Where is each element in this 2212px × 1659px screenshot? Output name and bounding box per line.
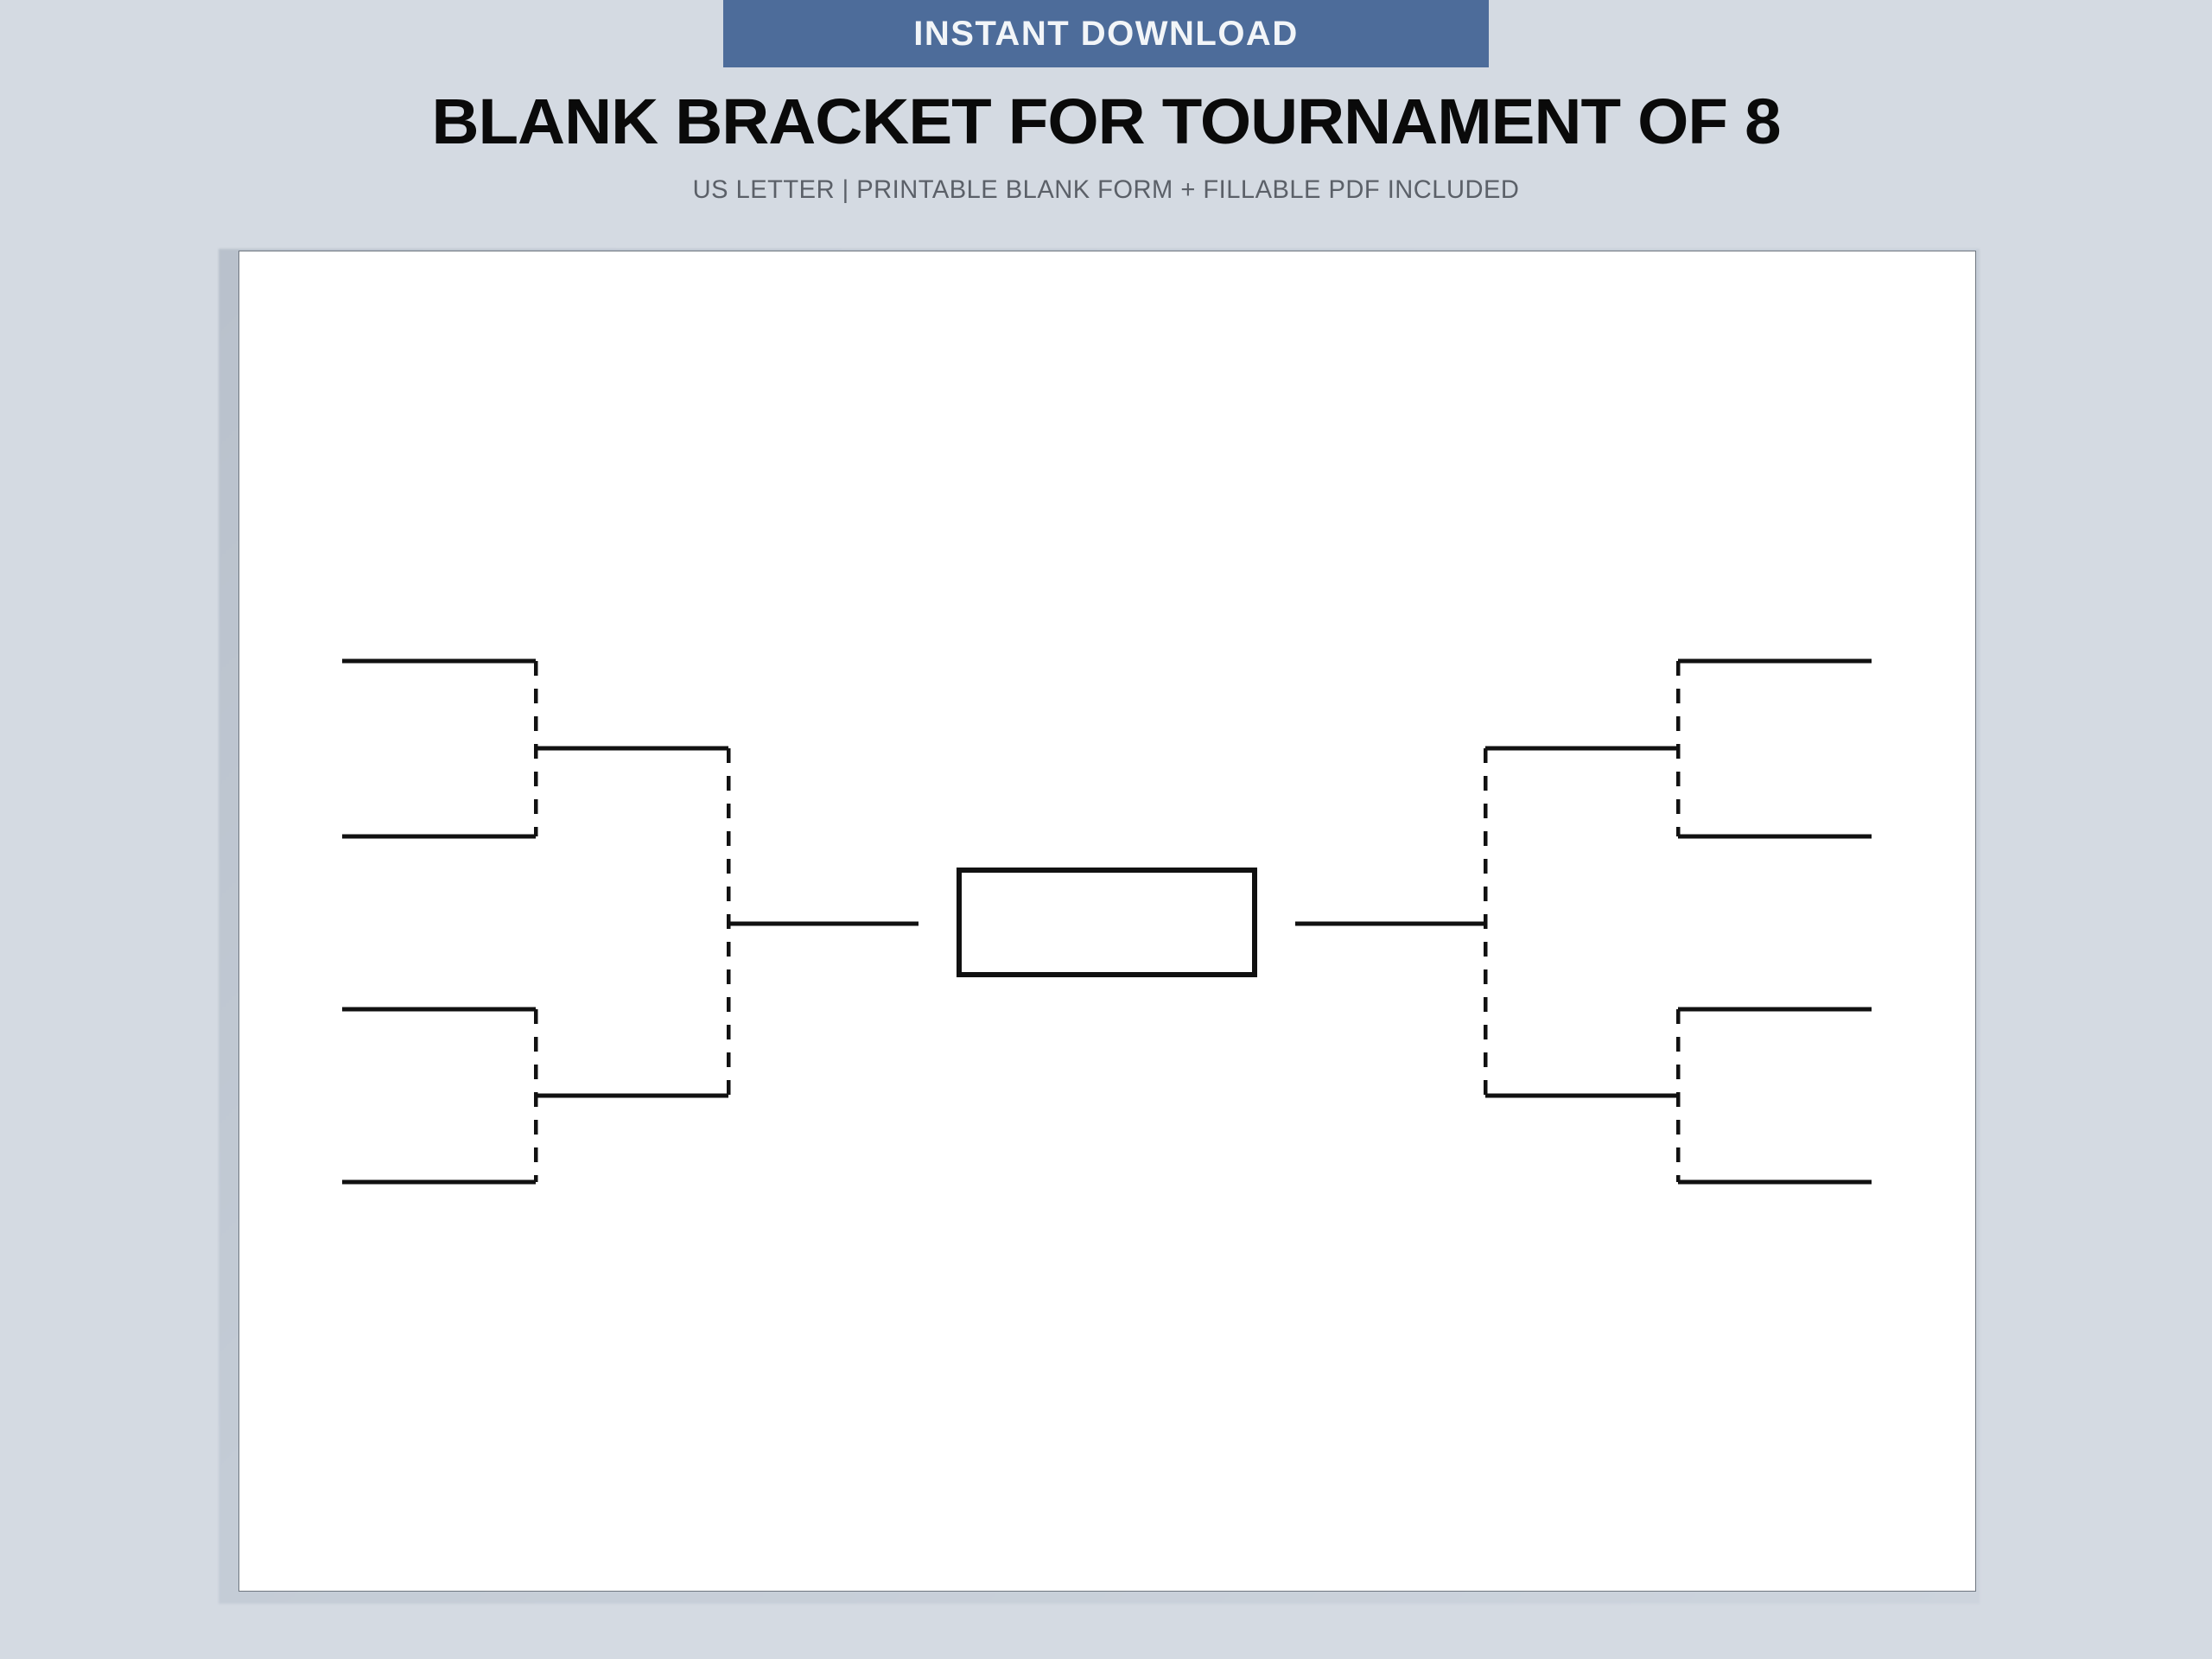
instant-download-label: INSTANT DOWNLOAD xyxy=(913,15,1299,53)
champion-box[interactable] xyxy=(957,868,1257,977)
instant-download-banner: INSTANT DOWNLOAD xyxy=(723,0,1489,67)
header: INSTANT DOWNLOAD BLANK BRACKET FOR TOURN… xyxy=(0,0,2212,251)
page-subtitle: US LETTER | PRINTABLE BLANK FORM + FILLA… xyxy=(692,175,1520,204)
page-title: BLANK BRACKET FOR TOURNAMENT OF 8 xyxy=(431,86,1782,157)
tournament-bracket xyxy=(238,251,1976,1592)
